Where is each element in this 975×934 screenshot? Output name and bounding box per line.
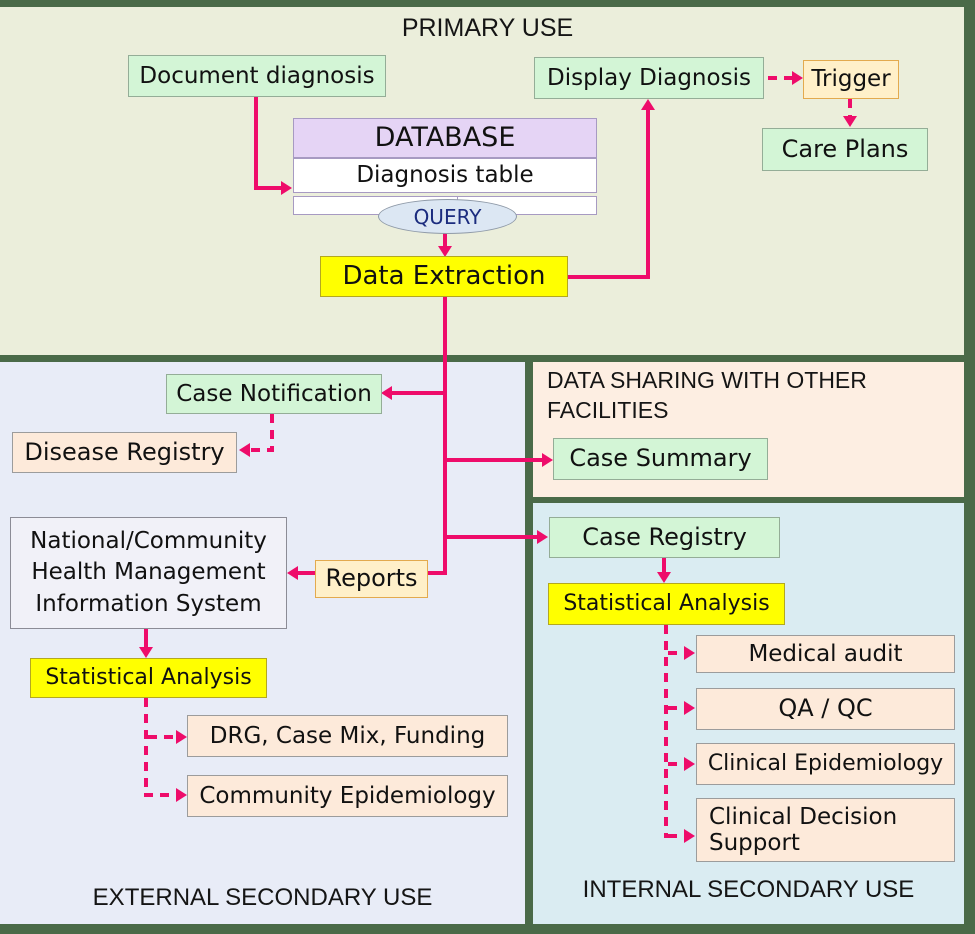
dashed-trigger-to-care-plans <box>848 99 852 117</box>
dashed-display-diagnosis-to-trigger <box>768 76 794 80</box>
arrow-query-to-data-extraction <box>443 230 447 248</box>
arrow-document-diagnosis-to-database-h <box>254 186 282 190</box>
arrowhead-into-data-extraction <box>438 246 452 257</box>
arrowhead-into-statistical-analysis-right <box>657 572 671 583</box>
node-document-diagnosis: Document diagnosis <box>128 55 386 97</box>
arrowhead-into-clinical-decision-support <box>684 829 695 843</box>
branch-to-case-notification <box>392 391 447 395</box>
dashed-to-community-epidemiology <box>144 793 177 797</box>
border-bottom <box>0 924 975 934</box>
dashed-to-drg <box>148 735 177 739</box>
dashed-case-notification-down <box>270 414 274 452</box>
data-sharing-title: DATA SHARING WITH OTHER FACILITIES <box>547 367 867 423</box>
divider-horizontal-right <box>533 497 964 503</box>
arrow-document-diagnosis-to-database-v <box>254 97 258 188</box>
arrow-case-registry-to-statistical-analysis <box>662 558 666 574</box>
arrowhead-into-display-diagnosis <box>641 99 655 110</box>
border-right <box>964 0 975 934</box>
divider-vertical <box>525 355 533 934</box>
node-data-extraction: Data Extraction <box>320 256 568 297</box>
border-top <box>0 0 975 7</box>
node-case-registry: Case Registry <box>549 517 780 558</box>
node-clinical-decision-support: Clinical Decision Support <box>696 798 955 862</box>
arrowhead-into-case-registry <box>537 530 548 544</box>
arrow-nchmis-to-statistical-analysis <box>144 629 148 649</box>
dashed-statistical-left-down <box>144 698 148 797</box>
dashed-to-qa-qc <box>668 706 685 710</box>
node-health-management-information-system: National/Community Health Management Inf… <box>10 517 287 629</box>
node-qa-qc: QA / QC <box>696 688 955 730</box>
node-medical-audit: Medical audit <box>696 635 955 673</box>
node-disease-registry: Disease Registry <box>12 432 237 473</box>
database-diagnosis-table-row: Diagnosis table <box>293 158 597 193</box>
divider-horizontal-main <box>0 355 975 362</box>
arrowhead-into-drg <box>176 730 187 744</box>
arrow-data-extraction-to-display-v <box>646 108 650 279</box>
node-trigger: Trigger <box>803 60 899 99</box>
internal-secondary-use-title: INTERNAL SECONDARY USE <box>582 876 915 903</box>
arrowhead-into-case-summary <box>542 453 553 467</box>
arrowhead-into-community-epidemiology <box>176 788 187 802</box>
arrowhead-into-nchmis <box>287 566 298 580</box>
arrowhead-into-statistical-analysis-left <box>139 647 153 658</box>
arrowhead-into-trigger <box>792 71 803 85</box>
arrowhead-into-disease-registry <box>239 443 250 457</box>
arrowhead-into-qa-qc <box>684 701 695 715</box>
node-community-epidemiology: Community Epidemiology <box>187 775 508 817</box>
database-header: DATABASE <box>293 118 597 158</box>
dashed-to-clinical-decision-support <box>668 834 685 838</box>
arrowhead-into-care-plans <box>843 116 857 127</box>
arrowhead-into-case-notification <box>381 386 392 400</box>
primary-use-title: PRIMARY USE <box>401 14 574 42</box>
dashed-to-disease-registry <box>251 448 274 452</box>
trunk-data-extraction-down <box>443 297 447 575</box>
arrowhead-into-database <box>281 181 292 195</box>
branch-to-case-summary <box>443 458 543 462</box>
trunk-to-reports <box>428 571 447 575</box>
dashed-to-clinical-epidemiology <box>668 762 685 766</box>
node-clinical-epidemiology: Clinical Epidemiology <box>696 743 955 785</box>
node-statistical-analysis-right: Statistical Analysis <box>548 583 785 625</box>
node-case-notification: Case Notification <box>166 374 382 414</box>
node-statistical-analysis-left: Statistical Analysis <box>30 658 267 698</box>
node-display-diagnosis: Display Diagnosis <box>534 57 764 99</box>
query-ellipse: QUERY <box>378 199 517 234</box>
branch-to-case-registry <box>443 535 538 539</box>
node-case-summary: Case Summary <box>553 438 768 480</box>
node-drg-case-mix-funding: DRG, Case Mix, Funding <box>187 715 508 757</box>
arrow-reports-to-nchmis <box>298 571 315 575</box>
node-reports: Reports <box>315 560 428 598</box>
dashed-to-medical-audit <box>668 651 685 655</box>
arrowhead-into-medical-audit <box>684 646 695 660</box>
arrowhead-into-clinical-epidemiology <box>684 757 695 771</box>
node-care-plans: Care Plans <box>762 128 928 171</box>
dashed-statistical-right-down <box>664 625 668 838</box>
arrow-data-extraction-to-display-h <box>568 275 650 279</box>
external-secondary-use-title: EXTERNAL SECONDARY USE <box>92 884 433 911</box>
